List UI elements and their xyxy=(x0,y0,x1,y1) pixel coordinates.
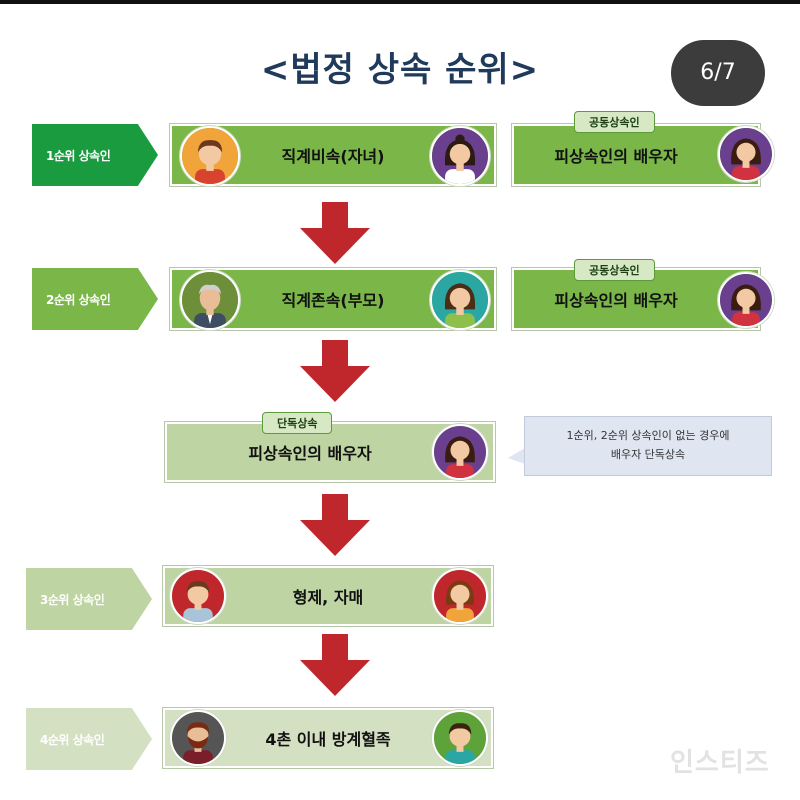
rank-3-main-label: 형제, 자매 xyxy=(292,588,364,607)
note-line-2: 배우자 단독상속 xyxy=(610,448,686,461)
down-arrow-icon xyxy=(300,202,370,264)
sole-inheritance-note: 1순위, 2순위 상속인이 없는 경우에 배우자 단독상속 xyxy=(524,416,772,476)
rank-1-joint-tag: 공동상속인 xyxy=(574,111,655,133)
down-arrow-icon xyxy=(300,340,370,402)
sole-spouse-label: 피상속인의 배우자 xyxy=(248,444,372,463)
sole-inheritance-tag: 단독상속 xyxy=(262,412,333,434)
rank-3-label: 3순위 상속인 xyxy=(26,568,152,630)
man-avatar-icon xyxy=(432,710,488,766)
down-arrow-icon xyxy=(300,494,370,556)
note-line-1: 1순위, 2순위 상속인이 없는 경우에 xyxy=(566,429,730,443)
rank-2-text: 2순위 상속인 xyxy=(46,292,111,307)
page-counter[interactable]: 6/7 xyxy=(671,40,765,106)
rank-1-spouse-label: 피상속인의 배우자 xyxy=(554,147,678,166)
bearded-man-avatar-icon xyxy=(170,710,226,766)
girl-avatar-icon xyxy=(430,126,490,186)
down-arrow-icon xyxy=(300,634,370,696)
rank-4-label: 4순위 상속인 xyxy=(26,708,152,770)
woman-avatar-icon xyxy=(718,126,774,182)
rank-2-label: 2순위 상속인 xyxy=(32,268,158,330)
rank-1-main-label: 직계비속(자녀) xyxy=(281,147,385,166)
girl-avatar-icon xyxy=(432,568,488,624)
page-title: <법정 상속 순위> xyxy=(260,50,540,90)
rank-2-joint-tag: 공동상속인 xyxy=(574,259,655,281)
note-pointer xyxy=(508,448,525,464)
rank-3-text: 3순위 상속인 xyxy=(40,592,105,607)
rank-4-main-label: 4촌 이내 방계혈족 xyxy=(265,730,391,749)
old-man-avatar-icon xyxy=(180,270,240,330)
rank-2-main-label: 직계존속(부모) xyxy=(281,291,385,310)
woman-avatar-icon xyxy=(430,270,490,330)
man-avatar-icon xyxy=(170,568,226,624)
rank-1-spouse-box: 피상속인의 배우자 xyxy=(512,124,760,186)
rank-1-text: 1순위 상속인 xyxy=(46,148,111,163)
boy-avatar-icon xyxy=(180,126,240,186)
rank-4-text: 4순위 상속인 xyxy=(40,732,105,747)
woman-avatar-icon xyxy=(718,272,774,328)
rank-2-spouse-label: 피상속인의 배우자 xyxy=(554,291,678,310)
watermark: 인스티즈 xyxy=(670,748,770,778)
rank-1-label: 1순위 상속인 xyxy=(32,124,158,186)
top-border xyxy=(0,0,800,4)
woman-avatar-icon xyxy=(432,424,488,480)
